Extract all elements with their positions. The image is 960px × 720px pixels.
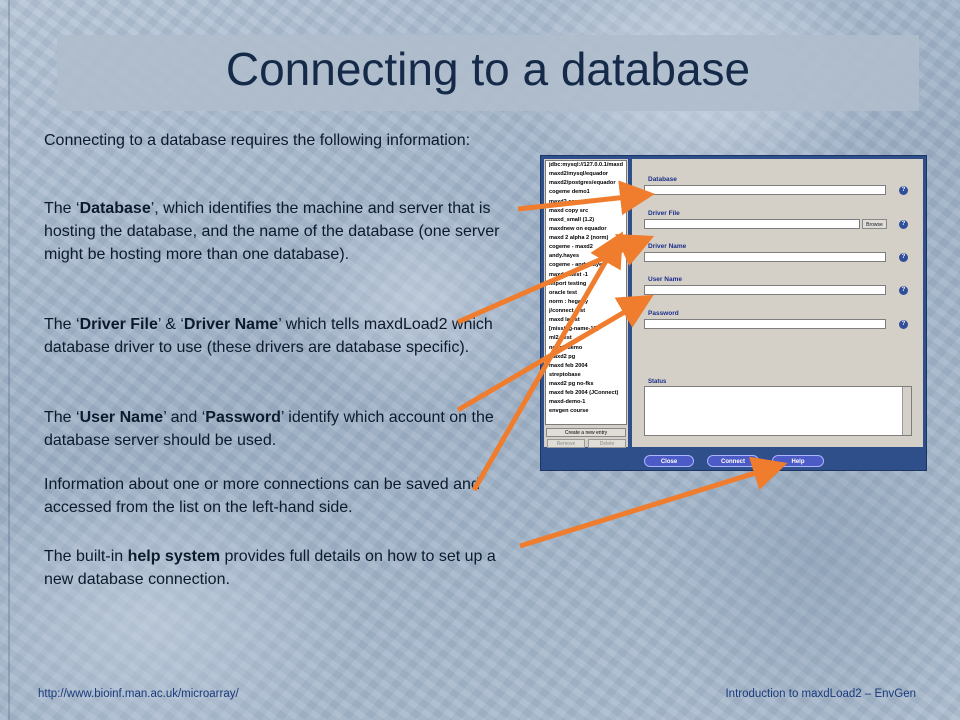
connection-list-item[interactable]: envgen course	[549, 408, 589, 415]
bold-user-name: User Name	[79, 409, 164, 426]
connection-list-panel: jdbc:mysql://127.0.0.1/maxd maxd2/mysql/e…	[544, 159, 628, 448]
connection-list-item[interactable]: maxd feb 2004	[549, 362, 588, 369]
left-rule	[8, 0, 10, 720]
password-help-icon[interactable]: ?	[899, 320, 908, 329]
connection-list-item[interactable]: norm : hegarty	[549, 298, 589, 305]
status-label: Status	[648, 379, 667, 385]
close-button[interactable]: Close	[644, 455, 694, 467]
connection-list-item[interactable]: maxd-demo-1	[549, 399, 586, 406]
connection-list-item[interactable]: [missing-name-19]	[549, 326, 599, 333]
connection-list-item[interactable]: maxd2 copy dest	[549, 198, 595, 205]
connection-list-item[interactable]: oracle test	[549, 289, 577, 296]
connection-list-item[interactable]: maxd copy src	[549, 207, 589, 214]
connection-list-item[interactable]: cogeme - maxd2	[549, 244, 593, 251]
driver-file-label: Driver File	[648, 210, 680, 217]
text-fragment: provides full details on how to set up a…	[44, 548, 496, 588]
connection-list-item[interactable]: maxd2 pg no-fks	[549, 381, 594, 387]
paragraph-help-system: The built-in help system provides full d…	[44, 545, 524, 591]
text-fragment: ’ & ‘	[157, 316, 184, 333]
paragraph-database: The ‘Database’, which identifies the mac…	[44, 197, 524, 266]
database-help-icon[interactable]: ?	[899, 186, 908, 195]
bold-password: Password	[205, 409, 281, 426]
connection-list-item[interactable]: cogeme - andy.hayes	[549, 262, 606, 269]
user-name-label: User Name	[648, 276, 682, 283]
driver-file-help-icon[interactable]: ?	[899, 220, 908, 229]
slide-title: Connecting to a database	[225, 43, 751, 95]
title-band	[57, 35, 919, 111]
database-label: Database	[648, 176, 677, 183]
connection-list-item[interactable]: import testing	[549, 280, 587, 287]
help-button[interactable]: Help	[772, 455, 824, 467]
text-fragment: ’ which tells maxdLoad2 which database d…	[44, 316, 493, 356]
text-fragment: The built-in	[44, 548, 128, 565]
connection-list[interactable]: jdbc:mysql://127.0.0.1/maxd maxd2/mysql/e…	[545, 160, 627, 425]
connection-list-item[interactable]: cogeme demo1	[549, 189, 590, 196]
text-fragment: The ‘	[44, 316, 80, 333]
text-fragment: ’ and ‘	[163, 409, 206, 426]
connection-list-item[interactable]: j/connect test	[549, 308, 586, 314]
password-input[interactable]	[644, 319, 886, 329]
footer-url[interactable]: http://www.bioinf.man.ac.uk/microarray/	[38, 688, 239, 700]
paragraph-driver: The ‘Driver File’ & ‘Driver Name’ which …	[44, 313, 524, 359]
create-entry-button[interactable]: Create a new entry	[546, 428, 626, 437]
footer-course-title: Introduction to maxdLoad2 – EnvGen	[725, 688, 916, 700]
status-box	[644, 386, 912, 436]
connection-list-item[interactable]: maxd2/mysql/equador	[549, 171, 609, 178]
connection-list-item[interactable]: maxd latest	[549, 317, 580, 324]
connection-list-item[interactable]: nettab.demo	[549, 344, 583, 351]
driver-file-input[interactable]	[644, 219, 860, 229]
connection-list-item[interactable]: maxd2/postgres/equador	[549, 180, 616, 187]
connection-list-item[interactable]: andy.hayes	[549, 253, 580, 260]
text-fragment: Information about one or more connection…	[44, 476, 480, 516]
connection-list-item[interactable]: maxdnew on equador	[549, 225, 607, 232]
connection-list-item[interactable]: maxd feb 2004 (JConnect)	[549, 390, 619, 397]
connection-list-item[interactable]: maxd_small (1.2)	[549, 216, 595, 223]
connection-list-item[interactable]: streptobase	[549, 371, 581, 378]
user-name-help-icon[interactable]: ?	[899, 286, 908, 295]
password-label: Password	[648, 310, 679, 317]
user-name-input[interactable]	[644, 285, 886, 295]
driver-name-input[interactable]	[644, 252, 886, 262]
paragraph-saved-connections: Information about one or more connection…	[44, 473, 524, 519]
intro-text: Connecting to a database requires the fo…	[44, 132, 471, 149]
connection-list-item[interactable]: maxd 2 alpha 2 (norm)	[549, 235, 609, 241]
database-input[interactable]	[644, 185, 886, 195]
delete-button[interactable]: Delete	[588, 439, 626, 448]
connection-list-item[interactable]: jdbc:mysql://127.0.0.1/maxd	[549, 162, 623, 168]
connect-button[interactable]: Connect	[707, 455, 759, 467]
connection-form: Database ? Driver File Browse ? Driver N…	[632, 159, 923, 447]
text-fragment: ’, which identifies the machine and serv…	[44, 200, 500, 263]
driver-name-label: Driver Name	[648, 243, 687, 250]
connection-list-item[interactable]: ml2_test	[549, 335, 572, 342]
bold-help-system: help system	[127, 548, 221, 565]
bold-database: Database	[79, 200, 151, 217]
connection-list-item[interactable]: maxd_latest -1	[549, 271, 588, 278]
bold-driver-file: Driver File	[79, 316, 158, 333]
bold-driver-name: Driver Name	[183, 316, 279, 333]
browse-button[interactable]: Browse	[862, 219, 887, 229]
connection-list-item[interactable]: maxd2 pg	[549, 353, 576, 360]
text-fragment: The ‘	[44, 200, 80, 217]
connection-window: jdbc:mysql://127.0.0.1/maxd maxd2/mysql/e…	[541, 156, 926, 470]
status-scrollbar[interactable]	[902, 387, 911, 435]
paragraph-intro: Connecting to a database requires the fo…	[44, 129, 524, 152]
paragraph-credentials: The ‘User Name’ and ‘Password’ identify …	[44, 406, 524, 452]
driver-name-help-icon[interactable]: ?	[899, 253, 908, 262]
text-fragment: ’ identify which account on the database…	[44, 409, 494, 449]
remove-button[interactable]: Remove	[547, 439, 585, 448]
text-fragment: The ‘	[44, 409, 80, 426]
